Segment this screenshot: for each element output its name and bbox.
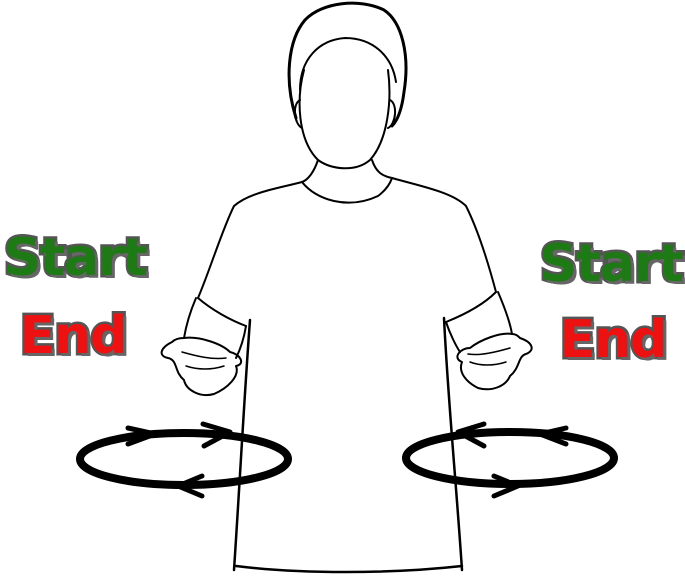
circular-arrow-icon: [402, 421, 618, 499]
circular-arrow-icon: [76, 421, 292, 499]
start-label-left: Start: [2, 228, 151, 288]
start-label-right: Start: [538, 234, 685, 294]
end-label-right: End: [558, 310, 671, 370]
end-label-left: End: [18, 306, 131, 366]
